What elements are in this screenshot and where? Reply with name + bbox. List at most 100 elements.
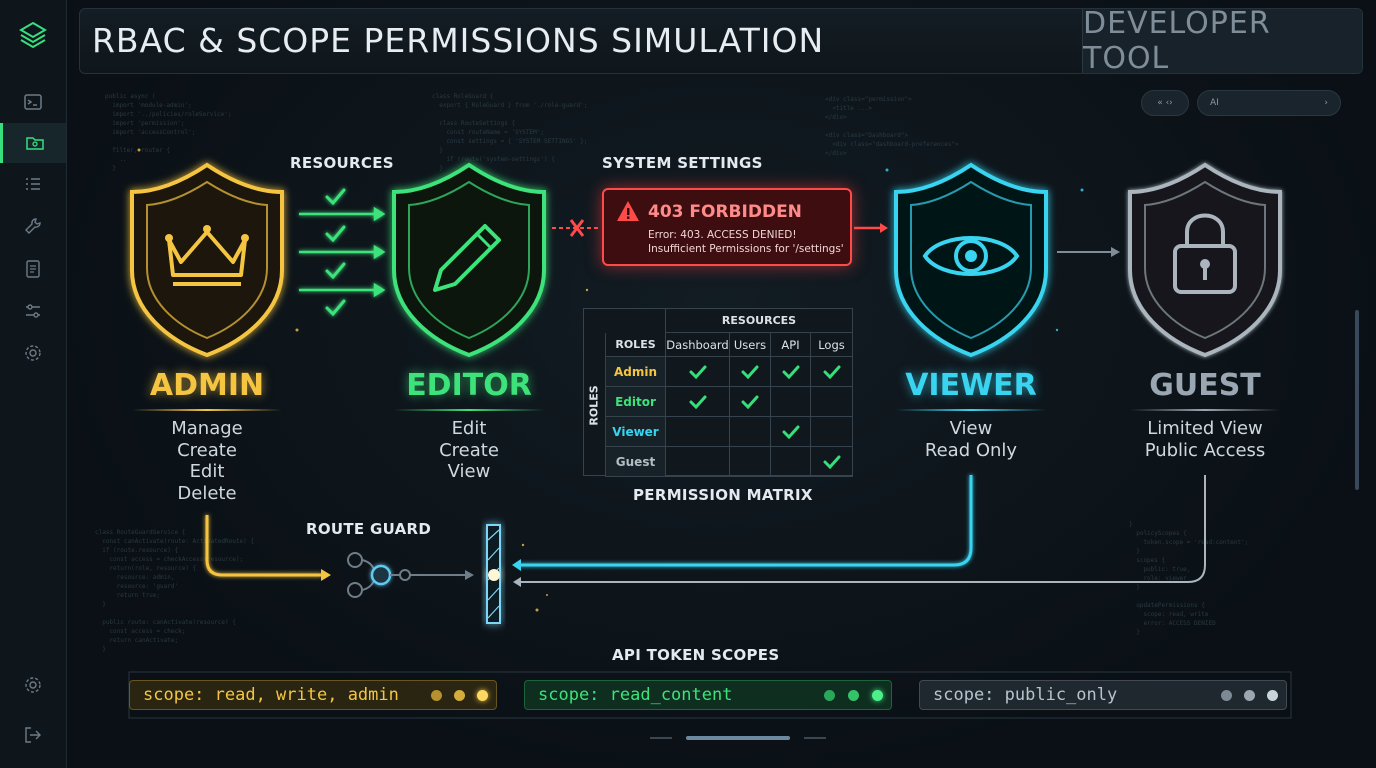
status-dot [872,690,883,701]
ai-selector[interactable]: AI › [1197,90,1341,116]
status-dot [1244,690,1255,701]
logout-icon [25,727,41,743]
guest-shield-icon[interactable] [1128,162,1282,358]
ai-label: AI [1210,98,1219,108]
eye-icon [922,236,1020,276]
admin-flow-line [205,515,322,577]
divider [394,409,544,411]
matrix-cell-empty [666,447,730,477]
gear-icon [25,345,41,361]
sidebar-item-folder[interactable] [0,123,66,163]
diagram-graphics [128,148,1359,719]
status-dot [848,690,859,701]
matrix-cell-allowed [771,417,811,447]
matrix-cell-allowed [811,357,853,387]
matrix-column-header: Logs [811,333,853,357]
layers-logo-icon[interactable] [18,20,48,50]
alert-message: Error: 403. ACCESS DENIED! Insufficient … [648,228,844,256]
sidebar-item-settings[interactable] [0,333,66,373]
background-code: public async ( import 'module-admin'; im… [105,93,232,172]
editor-shield-icon[interactable] [392,162,546,358]
permission-item: Create [177,439,237,461]
resource-arrows [299,188,386,317]
check-icon [689,395,706,409]
check-icon [689,365,706,379]
route-guard-gate-icon [486,524,501,624]
background-code: class RouteGuardService { const canActiv… [95,529,254,653]
permission-item: Edit [189,461,225,482]
chevron-right-icon: › [1324,98,1328,108]
matrix-cell-allowed [666,387,730,417]
divider [1130,409,1280,411]
matrix-cell-allowed [771,357,811,387]
status-dot [454,690,465,701]
scope-chip-admin[interactable]: scope: read, write, admin [129,680,497,710]
matrix-column-header: Users [730,333,771,357]
status-dot [824,690,835,701]
lock-icon [1173,213,1237,294]
status-dot [431,690,442,701]
check-icon [741,395,759,409]
matrix-side-label: ROLES [588,384,601,426]
permission-item: Edit [451,418,487,439]
check-icon [823,455,840,469]
document-icon [26,260,40,278]
permission-item: View [949,418,993,439]
header-bar: RBAC & SCOPE PERMISSIONS SIMULATION DEVE… [79,6,1363,76]
gear-icon [25,677,41,693]
matrix-corner [584,309,666,333]
denied-arrow [552,219,888,237]
permission-item: Create [439,439,499,461]
warning-icon [617,201,639,221]
viewer-shield-icon[interactable] [894,162,1048,358]
matrix-group-header: RESOURCES [666,309,853,333]
viewer-to-guest-arrow [1057,247,1120,257]
matrix-side-label-cell: ROLES [584,333,606,477]
sidebar-item-docs[interactable] [0,249,66,289]
role-permissions-editor: Edit Create View [359,418,579,483]
matrix-cell-allowed [730,357,771,387]
role-name-guest: GUEST [1149,368,1261,403]
divider [896,409,1046,411]
alert-title: 403 FORBIDDEN [648,202,802,222]
matrix-cell-empty [730,447,771,477]
api-token-scopes-label: API TOKEN SCOPES [612,646,780,664]
system-settings-label: SYSTEM SETTINGS [602,154,763,172]
permission-item: Delete [177,482,237,504]
permission-item: View [447,461,491,482]
sidebar [0,0,67,768]
route-guard-node-icon[interactable] [347,552,474,598]
sidebar-item-list[interactable] [0,164,66,204]
route-guard-label: ROUTE GUARD [306,520,432,538]
admin-shield-icon[interactable] [130,162,284,358]
status-dot [477,690,488,701]
collapse-toggle-button[interactable]: « ‹› [1141,90,1189,116]
matrix-cell-empty [771,387,811,417]
vertical-scrollbar[interactable] [1355,310,1359,490]
role-permissions-guest: Limited View Public Access [1095,418,1315,461]
sidebar-bottom-logout[interactable] [0,715,66,755]
check-icon [741,365,759,379]
scope-text: scope: public_only [933,685,1118,705]
sidebar-item-tools[interactable] [0,206,66,246]
check-icon [823,365,840,379]
list-icon [26,178,40,190]
alert-line-1: Error: 403. ACCESS DENIED! [648,229,797,241]
matrix-cell-empty [730,417,771,447]
sidebar-item-terminal[interactable] [0,82,66,122]
background-code: class RoleGuard { export { RoleGuard } f… [432,93,588,172]
forbidden-alert: 403 FORBIDDEN Error: 403. ACCESS DENIED!… [602,188,852,266]
scope-chip-editor[interactable]: scope: read_content [524,680,892,710]
page-indicator[interactable] [650,736,860,740]
main-canvas: public async ( import 'module-admin'; im… [67,0,1376,768]
wrench-icon [25,218,41,234]
matrix-cell-allowed [730,387,771,417]
sparkles [137,148,589,612]
matrix-cell-allowed [811,447,853,477]
sidebar-item-controls[interactable] [0,291,66,331]
permission-item: Read Only [924,439,1018,461]
background-code: } policyScopes { token.scope = 'read:con… [1129,521,1249,636]
scope-chip-guest[interactable]: scope: public_only [919,680,1287,710]
sidebar-bottom-settings[interactable] [0,665,66,705]
